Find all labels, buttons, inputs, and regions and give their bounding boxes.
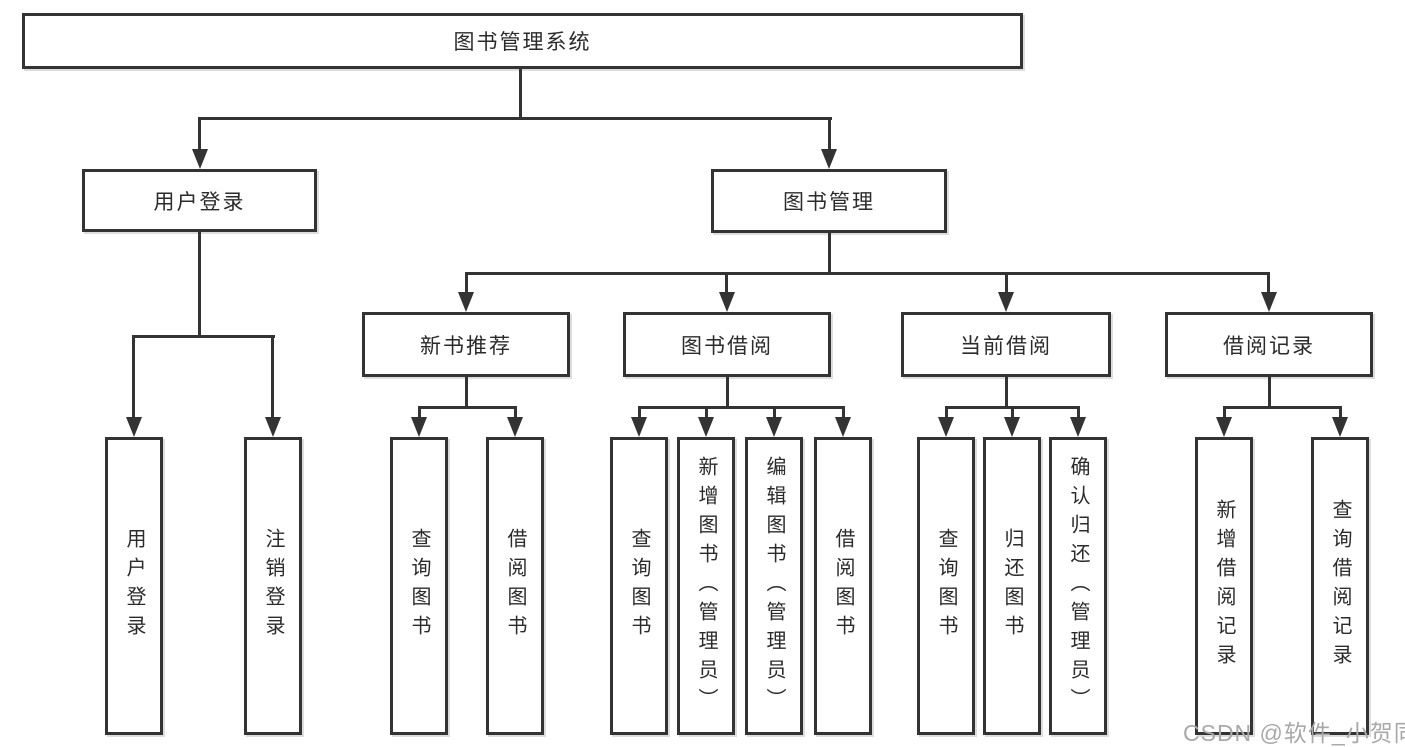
leaf-query-borrow-record: 查询借阅记录 — [1311, 437, 1369, 735]
arrow-down-icon — [265, 417, 281, 437]
arrow-down-icon — [1070, 417, 1086, 437]
leaf-query-books-1: 查询图书 — [390, 437, 448, 735]
node-book-management: 图书管理 — [711, 169, 947, 233]
arrow-down-icon — [192, 149, 208, 169]
arrow-down-icon — [458, 292, 474, 312]
leaf-return-book: 归还图书 — [983, 437, 1041, 735]
connector-login-hbar — [132, 335, 275, 338]
arrow-down-icon — [126, 417, 142, 437]
connector-login-stem — [198, 231, 201, 337]
leaf-query-books-3: 查询图书 — [917, 437, 975, 735]
node-library-system: 图书管理系统 — [22, 13, 1023, 69]
connector-line — [465, 375, 468, 408]
connector-line — [725, 272, 728, 294]
arrow-down-icon — [1004, 417, 1020, 437]
node-borrow-records: 借阅记录 — [1165, 312, 1373, 377]
connector-line — [1011, 406, 1014, 419]
connector-line — [418, 406, 517, 409]
arrow-down-icon — [698, 417, 714, 437]
connector-line — [1005, 272, 1008, 294]
node-book-borrow: 图书借阅 — [623, 312, 831, 377]
node-new-book-recommend: 新书推荐 — [362, 312, 570, 377]
connector-mgmt-stem — [828, 232, 831, 274]
connector-line — [271, 335, 274, 419]
arrow-down-icon — [411, 417, 427, 437]
arrow-down-icon — [938, 417, 954, 437]
connector-line — [828, 117, 831, 151]
arrow-down-icon — [821, 149, 837, 169]
node-user-login: 用户登录 — [82, 169, 317, 232]
connector-level2-hbar — [198, 117, 832, 120]
connector-line — [1077, 406, 1080, 419]
arrow-down-icon — [631, 417, 647, 437]
connector-root-stem — [519, 69, 522, 119]
arrow-down-icon — [1261, 292, 1277, 312]
watermark: CSDN @软件_小贺同学 — [1183, 720, 1405, 746]
connector-line — [1223, 406, 1342, 409]
arrow-down-icon — [766, 417, 782, 437]
connector-line — [842, 406, 845, 419]
connector-line — [638, 406, 845, 409]
leaf-add-borrow-record: 新增借阅记录 — [1195, 437, 1253, 735]
connector-line — [773, 406, 776, 419]
leaf-edit-book-admin: 编辑图书（管理员） — [745, 437, 803, 735]
connector-level3-hbar — [465, 272, 1270, 275]
node-current-borrow: 当前借阅 — [901, 312, 1111, 377]
connector-line — [418, 406, 421, 419]
arrow-down-icon — [507, 417, 523, 437]
leaf-confirm-return-admin: 确认归还（管理员） — [1049, 437, 1107, 735]
connector-line — [1339, 406, 1342, 419]
arrow-down-icon — [1216, 417, 1232, 437]
connector-line — [726, 375, 729, 408]
connector-line — [705, 406, 708, 419]
leaf-add-book-admin: 新增图书（管理员） — [677, 437, 735, 735]
connector-line — [1223, 406, 1226, 419]
connector-line — [514, 406, 517, 419]
connector-line — [1267, 272, 1270, 294]
connector-line — [132, 335, 135, 419]
connector-line — [638, 406, 641, 419]
connector-line — [1005, 375, 1008, 408]
arrow-down-icon — [835, 417, 851, 437]
connector-line — [465, 272, 468, 294]
leaf-user-login: 用户登录 — [105, 437, 163, 735]
leaf-borrow-books-2: 借阅图书 — [814, 437, 872, 735]
arrow-down-icon — [1332, 417, 1348, 437]
leaf-query-books-2: 查询图书 — [610, 437, 668, 735]
connector-line — [945, 406, 948, 419]
connector-line — [198, 117, 201, 151]
leaf-logout: 注销登录 — [244, 437, 302, 735]
arrow-down-icon — [998, 292, 1014, 312]
leaf-borrow-books-1: 借阅图书 — [486, 437, 544, 735]
arrow-down-icon — [719, 292, 735, 312]
connector-line — [1268, 375, 1271, 408]
